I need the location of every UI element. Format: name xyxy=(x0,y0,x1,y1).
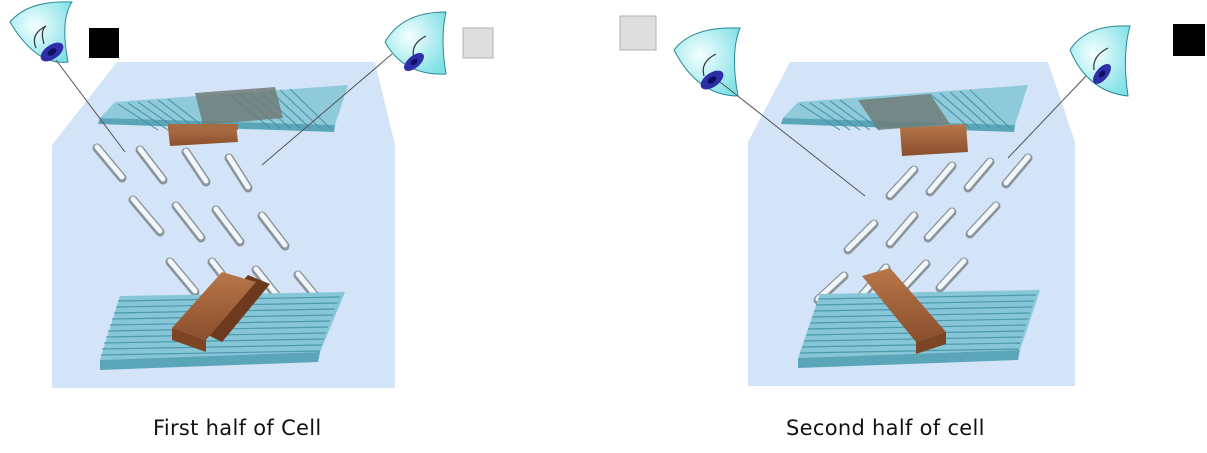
bottom-electrode xyxy=(172,272,270,352)
sight-line xyxy=(55,59,126,153)
first-half-diagram xyxy=(9,1,494,388)
viewer-eye-icon xyxy=(9,1,73,63)
sight-line xyxy=(719,81,866,197)
light-pixel-icon xyxy=(619,15,657,51)
second-half-caption: Second half of cell xyxy=(786,416,985,440)
bottom-electrode xyxy=(862,268,946,354)
viewer-eye-icon xyxy=(673,27,741,97)
top-electrode xyxy=(858,94,968,156)
light-pixel-icon xyxy=(462,27,494,59)
dark-pixel-icon xyxy=(1173,24,1205,56)
viewer-eye-icon xyxy=(1069,25,1131,97)
first-half-caption: First half of Cell xyxy=(153,416,322,440)
sight-line xyxy=(1007,75,1087,159)
first-half-panel: First half of Cell xyxy=(0,0,600,453)
top-electrode xyxy=(168,87,283,146)
sight-line xyxy=(261,53,393,166)
second-half-diagram xyxy=(619,15,1205,386)
viewer-eye-icon xyxy=(384,11,447,75)
second-half-panel: Second half of cell xyxy=(600,0,1205,453)
dark-pixel-icon xyxy=(89,28,119,58)
